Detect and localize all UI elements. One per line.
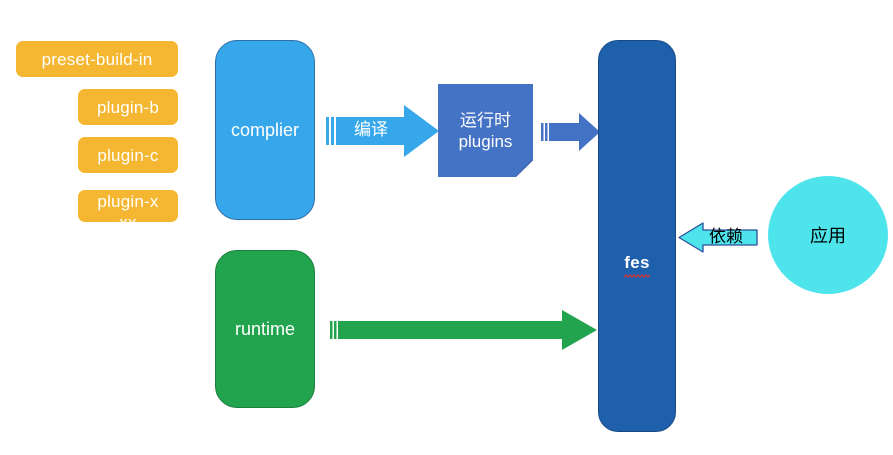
chip-label: plugin-xxx xyxy=(97,192,159,232)
chip-label: preset-build-in xyxy=(41,49,153,69)
chip-plugin-xxx[interactable]: plugin-xxx xyxy=(78,190,178,232)
chip-preset-build-in[interactable]: preset-build-in xyxy=(16,41,178,77)
folded-corner-icon xyxy=(515,159,533,177)
runtime-to-fes-arrow xyxy=(330,310,597,350)
spellcheck-squiggle-icon xyxy=(624,274,650,278)
chip-label: plugin-c xyxy=(97,145,159,165)
node-app[interactable]: 应用 xyxy=(768,176,888,294)
chip-plugin-b[interactable]: plugin-b xyxy=(78,89,178,125)
node-runtime-label: runtime xyxy=(234,318,296,339)
dependency-arrow xyxy=(678,222,758,253)
node-fes-label: fes xyxy=(624,253,650,272)
node-complier-label: complier xyxy=(230,119,300,140)
node-runtime-plugins-label-cn: 运行时 xyxy=(460,110,511,130)
node-app-label: 应用 xyxy=(810,226,846,246)
plugins-to-fes-arrow xyxy=(541,113,600,151)
node-complier[interactable]: complier xyxy=(215,40,315,220)
node-fes-label-wrap: fes xyxy=(599,253,675,278)
node-runtime-plugins[interactable]: 运行时 plugins xyxy=(438,84,533,177)
compile-arrow xyxy=(326,105,439,157)
node-runtime-plugins-label-en: plugins xyxy=(458,131,513,151)
node-fes[interactable]: fes xyxy=(598,40,676,432)
chip-plugin-c[interactable]: plugin-c xyxy=(78,137,178,173)
node-runtime[interactable]: runtime xyxy=(215,250,315,408)
chip-label: plugin-b xyxy=(96,97,160,117)
